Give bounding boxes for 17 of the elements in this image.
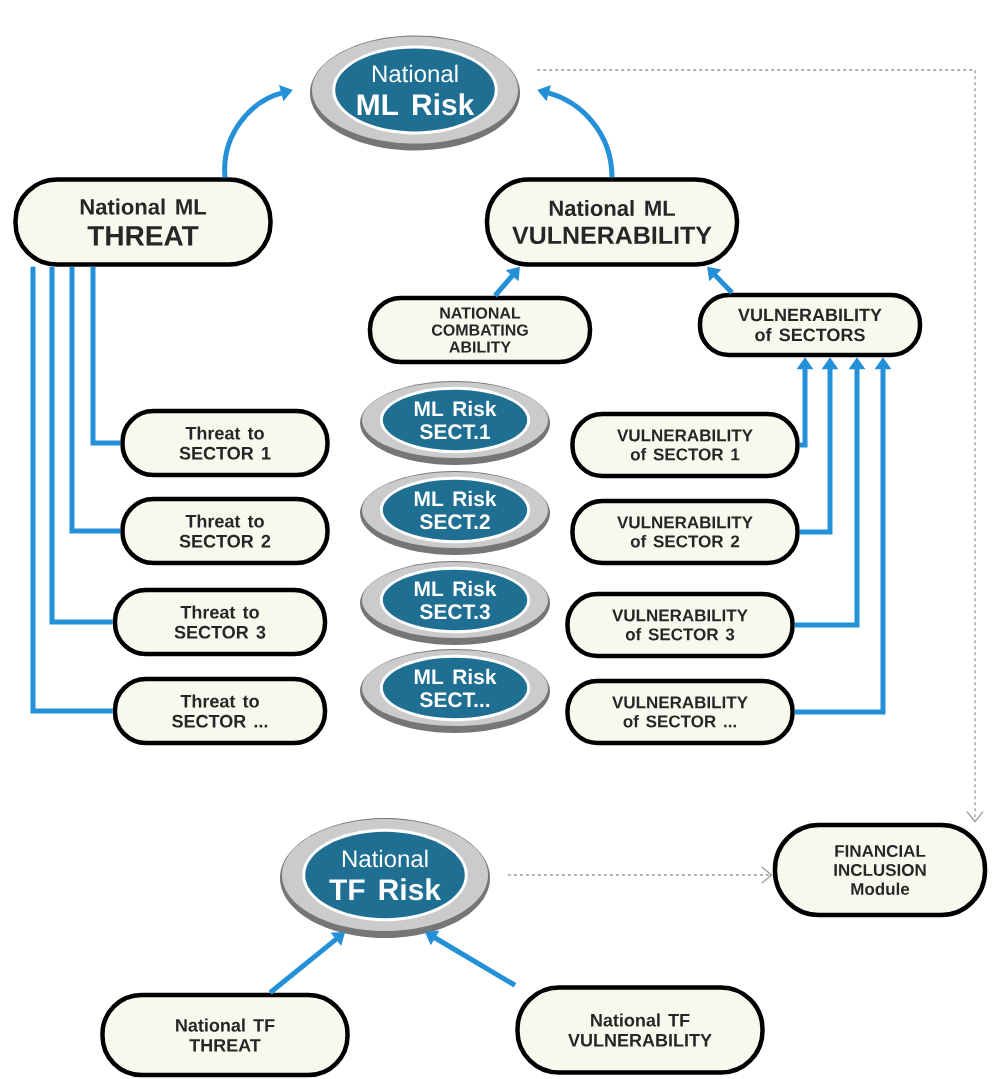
rounded-box: VULNERABILITY of SECTORS [697, 292, 923, 358]
rounded-box: Threat to SECTOR 1 [120, 408, 330, 478]
rounded-box: National TF VULNERABILITY [515, 985, 765, 1075]
arrow [536, 69, 984, 823]
rounded-box: NATIONAL COMBATING ABILITY [367, 295, 593, 365]
rounded-box: VULNERABILITY of SECTOR 2 [570, 498, 800, 566]
rounded-box: National TF THREAT [100, 992, 350, 1078]
rounded-box: VULNERABILITY of SECTOR 1 [570, 411, 800, 479]
arrow [507, 866, 773, 884]
rounded-box: Threat to SECTOR 2 [120, 496, 330, 566]
rounded-box: VULNERABILITY of SECTOR ... [565, 678, 795, 746]
rounded-box: National ML VULNERABILITY [484, 177, 740, 267]
rounded-box: Threat to SECTOR ... [112, 676, 328, 746]
rounded-box: Threat to SECTOR 3 [112, 587, 328, 657]
rounded-box: National ML THREAT [13, 177, 273, 267]
rounded-box: VULNERABILITY of SECTOR 3 [565, 591, 795, 659]
rounded-box: FINANCIAL INCLUSION Module [772, 822, 988, 918]
